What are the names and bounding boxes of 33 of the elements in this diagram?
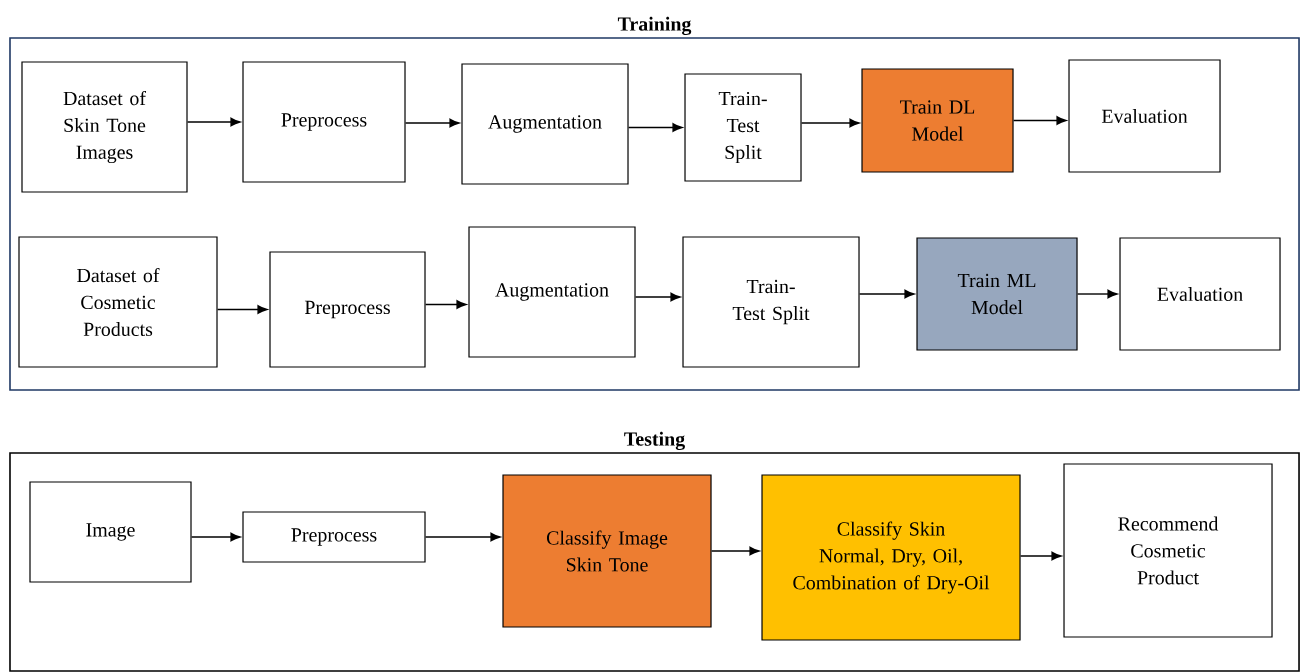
arrow xyxy=(404,118,460,128)
process-box: Augmentation xyxy=(468,226,636,358)
process-box: Preprocess xyxy=(269,251,426,368)
arrow xyxy=(424,532,501,542)
arrow xyxy=(858,289,915,299)
process-box: Classify Image Skin Tone xyxy=(502,474,712,628)
process-box: Preprocess xyxy=(242,61,406,183)
process-box: Classify Skin Normal, Dry, Oil, Combination of Dry-Oil xyxy=(761,474,1021,641)
process-box: Preprocess xyxy=(242,511,426,563)
process-box: Image xyxy=(29,481,192,583)
arrow xyxy=(627,123,683,132)
process-box: Dataset of Cosmetic Products xyxy=(18,236,218,368)
arrow xyxy=(634,292,681,302)
arrow xyxy=(1076,289,1118,299)
process-box: Train-Test Split xyxy=(682,236,860,368)
arrow xyxy=(424,300,467,309)
arrow xyxy=(800,118,860,128)
process-box: Train-Test Split xyxy=(684,73,802,182)
node-label: Testing xyxy=(624,431,685,450)
process-box: Recommend Cosmetic Product xyxy=(1063,463,1273,638)
arrow xyxy=(216,305,268,314)
process-box: Train DL Model xyxy=(861,68,1014,173)
arrow xyxy=(186,117,241,127)
node-label: Training xyxy=(617,16,692,35)
arrow xyxy=(190,532,241,542)
arrow xyxy=(710,546,760,556)
arrow xyxy=(1012,116,1067,125)
process-box: Augmentation xyxy=(461,63,629,185)
process-box: Train ML Model xyxy=(916,237,1078,351)
process-box: Evaluation xyxy=(1119,237,1281,351)
arrow xyxy=(1019,551,1062,561)
process-box: Evaluation xyxy=(1068,59,1221,173)
process-box: Dataset of Skin Tone Images xyxy=(21,61,188,193)
